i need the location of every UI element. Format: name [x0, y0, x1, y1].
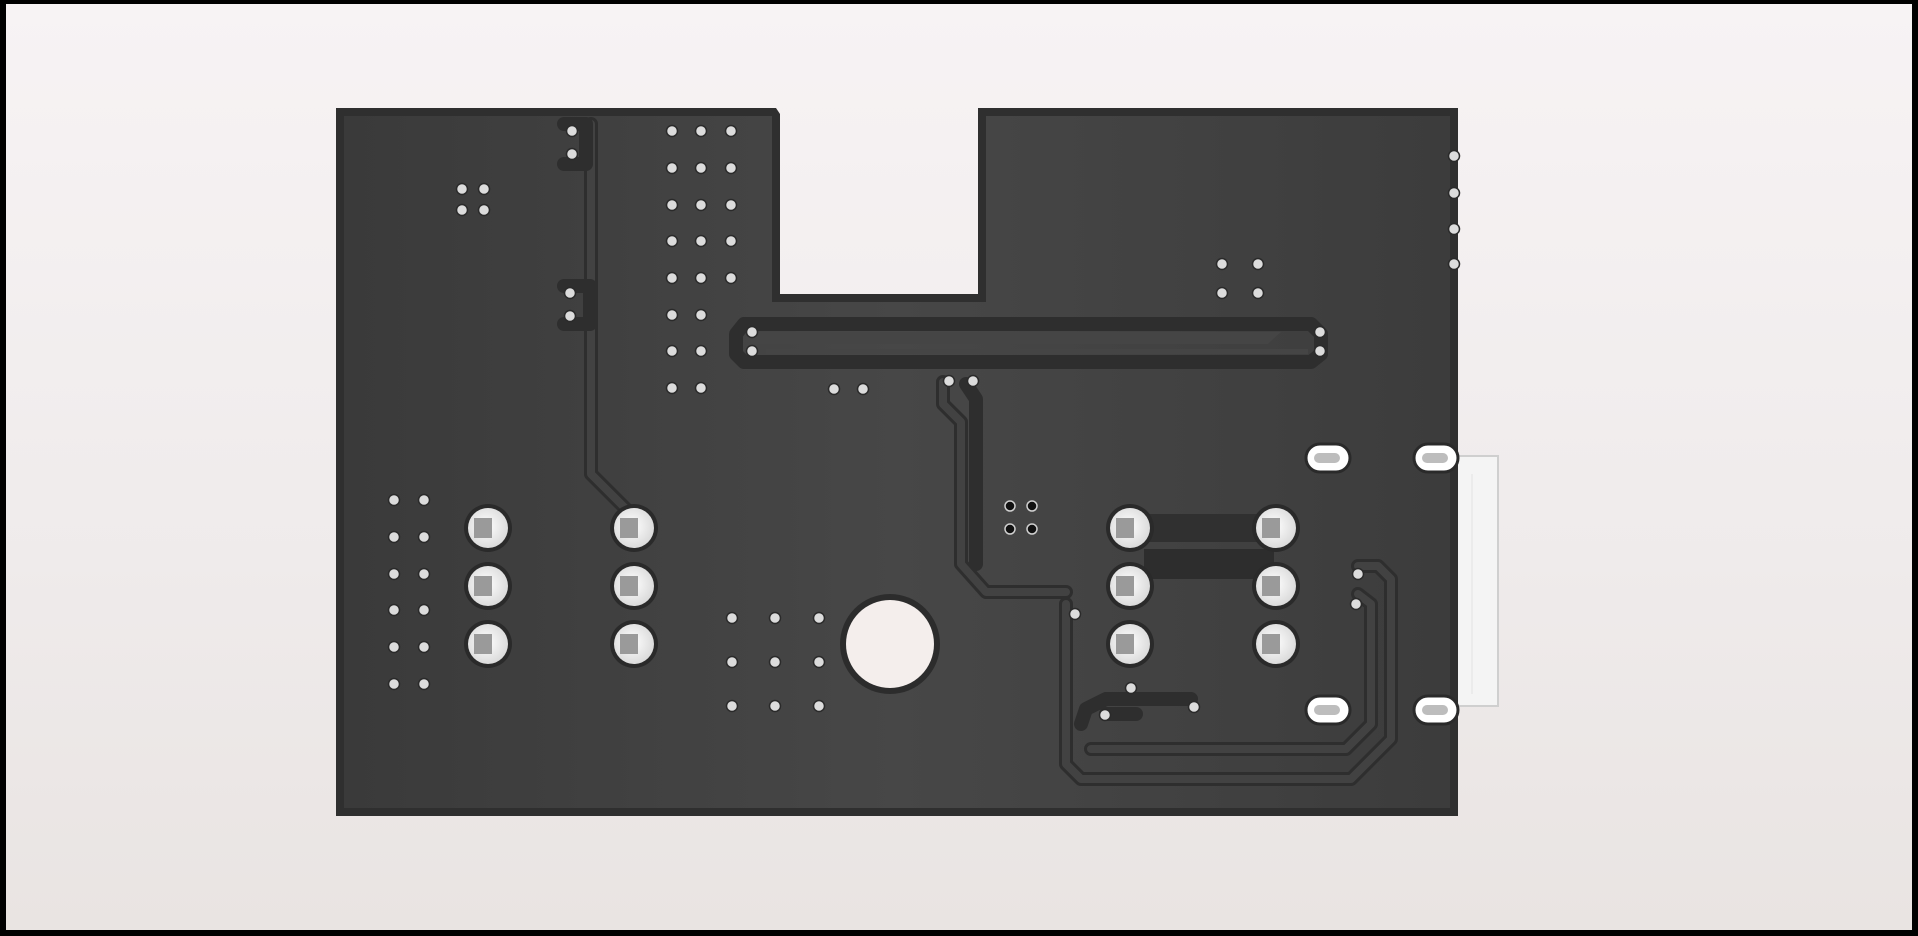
- pcb-render[interactable]: [6, 4, 1912, 930]
- 3d-viewport[interactable]: [6, 4, 1912, 930]
- via-icon: [387, 124, 1461, 722]
- tht-pad-icon: [464, 442, 1460, 726]
- mounting-hole-icon: [840, 594, 940, 694]
- copper-traces: [557, 117, 1398, 786]
- pcb-board: [336, 108, 1458, 816]
